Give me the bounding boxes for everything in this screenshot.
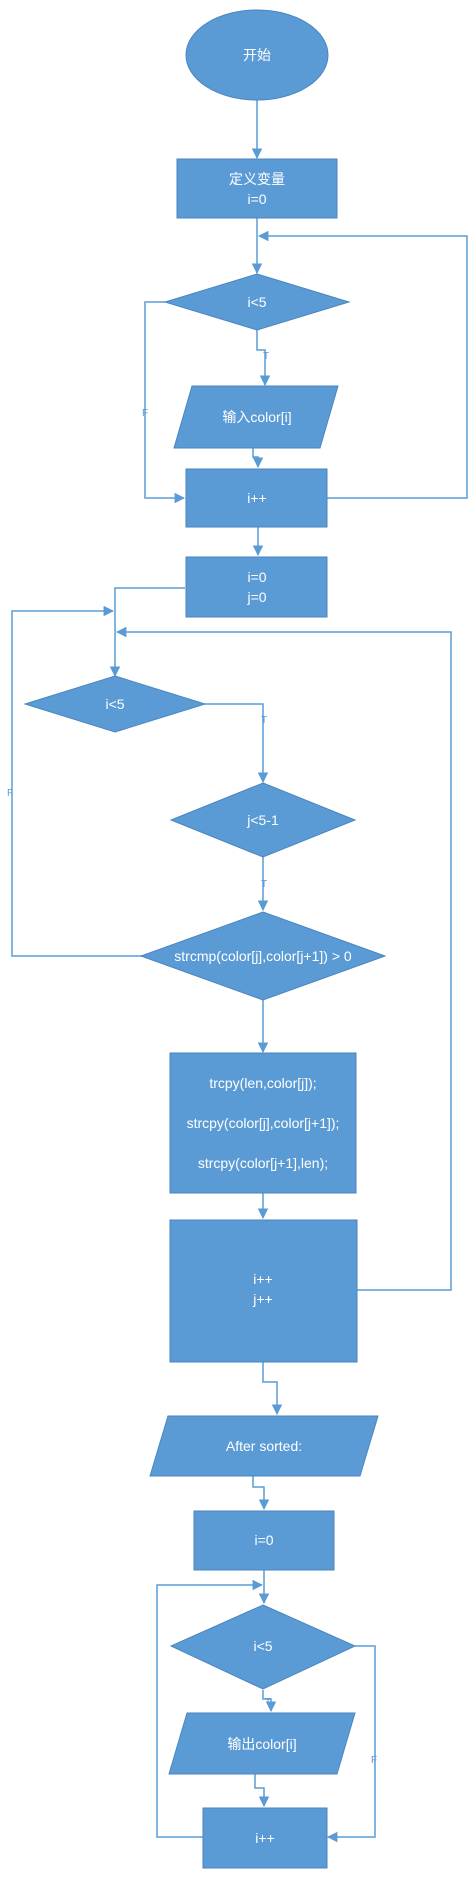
output-color-io: [168, 1712, 356, 1775]
node-cond-output: i<5: [169, 1604, 357, 1690]
node-cond-inner: j<5-1: [169, 782, 357, 858]
init-ij-process: [185, 556, 328, 618]
node-incr-output: i++: [202, 1807, 328, 1869]
node-cond-outer: i<5: [23, 675, 207, 733]
cond-output-label: i<5: [253, 1638, 272, 1654]
cond-outer-label: i<5: [105, 696, 124, 712]
cond-outer-decision: [23, 675, 207, 733]
input-color-io: [173, 385, 339, 449]
node-cond-input: i<5: [163, 273, 351, 331]
edges: [11, 100, 468, 1843]
edge-cond-input-true: [256, 330, 271, 387]
incr-input-process: [185, 468, 328, 528]
init-i-process: [176, 158, 338, 219]
node-cond-strcmp: strcmp(color[j],color[j+1]) > 0: [139, 911, 387, 1001]
swap-line-3: strcpy(color[j+1],len);: [198, 1155, 328, 1171]
swap-line-2: strcpy(color[j],color[j+1]);: [187, 1115, 340, 1131]
node-start: 开始: [185, 9, 329, 101]
cond-inner-decision: [169, 782, 357, 858]
node-init-i: 定义变量 i=0: [176, 158, 338, 219]
edge-input-to-incr: [252, 448, 264, 469]
edge-label-inner-true: T: [261, 879, 267, 890]
after-sorted-label: After sorted:: [226, 1438, 302, 1454]
cond-input-decision: [163, 273, 351, 331]
edge-output-to-incr: [254, 1774, 270, 1808]
node-after-sorted: After sorted:: [149, 1415, 379, 1477]
edge-label-strcmp-false: F: [7, 788, 13, 799]
edge-incr-to-after: [262, 1362, 283, 1416]
node-incr-sort: i++ j++: [169, 1219, 358, 1363]
edge-cond-output-true: [262, 1690, 277, 1713]
edge-cond-output-false: [326, 1645, 376, 1843]
init-ij-line-1: i=0: [247, 569, 266, 585]
init-i2-label: i=0: [254, 1532, 273, 1548]
incr-output-label: i++: [255, 1830, 274, 1846]
node-swap: trcpy(len,color[j]); strcpy(color[j],col…: [169, 1052, 357, 1194]
edge-sort-loop-back: [115, 626, 452, 1291]
start-terminator: [185, 9, 329, 101]
node-init-i2: i=0: [193, 1510, 335, 1571]
start-label: 开始: [243, 47, 271, 63]
edge-label-output-false: F: [371, 1755, 377, 1766]
cond-inner-label: j<5-1: [246, 812, 279, 828]
edge-incr-loop-back: [257, 230, 468, 499]
edge-label-input-false: F: [142, 408, 148, 419]
node-output-color: 输出color[i]: [168, 1712, 356, 1775]
incr-sort-process: [169, 1219, 358, 1363]
edge-init-ij-to-outer: [109, 587, 185, 678]
edge-labels: T F T T F T F: [7, 351, 377, 1766]
init-ij-line-2: j=0: [246, 589, 266, 605]
node-init-ij: i=0 j=0: [185, 556, 328, 618]
incr-input-label: i++: [247, 490, 266, 506]
node-input-color: 输入color[i]: [173, 385, 339, 449]
incr-sort-line-1: i++: [253, 1271, 272, 1287]
incr-sort-line-2: j++: [252, 1291, 272, 1307]
init-i-line-2: i=0: [247, 191, 266, 207]
node-incr-input: i++: [185, 468, 328, 528]
swap-line-1: trcpy(len,color[j]);: [209, 1075, 316, 1091]
edge-output-loop-back: [156, 1579, 264, 1838]
swap-process: [169, 1052, 357, 1194]
edge-cond-input-false: [144, 301, 186, 504]
init-i-line-1: 定义变量: [229, 171, 285, 187]
edge-label-output-true: T: [265, 1697, 271, 1708]
incr-output-process: [202, 1807, 328, 1869]
edge-strcmp-false: [11, 605, 145, 957]
init-i2-process: [193, 1510, 335, 1571]
cond-strcmp-label: strcmp(color[j],color[j+1]) > 0: [174, 948, 352, 964]
cond-strcmp-decision: [139, 911, 387, 1001]
edge-label-input-true: T: [263, 351, 269, 362]
cond-input-label: i<5: [247, 294, 266, 310]
output-color-label: 输出color[i]: [227, 1736, 296, 1752]
edge-outer-true: [205, 703, 269, 784]
edge-label-outer-true: T: [261, 715, 267, 726]
input-color-label: 输入color[i]: [222, 409, 291, 425]
after-sorted-io: [149, 1415, 379, 1477]
cond-output-decision: [169, 1604, 357, 1690]
edge-after-to-init2: [252, 1476, 270, 1511]
